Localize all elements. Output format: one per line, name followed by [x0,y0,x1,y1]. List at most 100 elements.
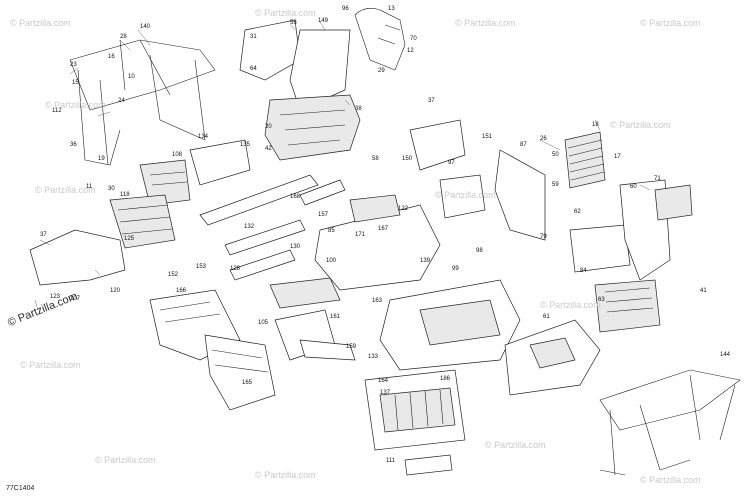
part-callout: 171 [355,232,366,238]
callout-layer: 1402823161510112362419115631149643820425… [40,6,731,464]
part-callout: 96 [342,6,349,12]
part-callout: 20 [265,124,272,130]
part-callout: 140 [140,24,151,30]
part-callout: 29 [378,68,385,74]
front-cowl-assembly [239,19,361,161]
dashboard-trim [139,139,251,206]
part-callout: 134 [198,134,209,140]
part-callout: 168 [290,194,301,200]
part-callout: 12 [407,48,414,54]
part-callout: 161 [330,314,341,320]
part-callout: 97 [448,160,455,166]
part-callout: 112 [52,108,62,114]
part-callout: 59 [552,182,559,188]
side-panel-left [409,119,546,241]
wiring-harness [354,8,406,71]
watermark: © Partzilla.com [95,455,156,465]
part-callout: 152 [168,272,179,278]
part-callout: 100 [326,258,337,264]
part-callout: 19 [98,156,105,162]
part-callout: 186 [440,376,451,382]
part-callout: 153 [196,264,207,270]
part-callout: 50 [552,152,559,158]
part-callout: 30 [108,186,115,192]
part-callout: 165 [242,380,253,386]
part-callout: 118 [120,192,130,198]
part-callout: 10 [128,74,135,80]
part-callout: 13 [388,6,395,12]
watermark: © Partzilla.com [640,18,701,28]
part-callout: 149 [318,18,329,24]
part-callout: 139 [420,258,431,264]
part-callout: 61 [543,314,550,320]
part-callout: 31 [250,34,257,40]
floor-pan [379,279,521,371]
roll-cage-front [69,39,216,166]
part-callout: 26 [540,136,547,142]
cross-members [199,174,346,281]
part-callout: 63 [598,297,605,303]
part-callout: 137 [380,390,391,396]
watermark: © Partzilla.com [45,100,106,110]
part-callout: 163 [372,298,383,304]
part-callout: 41 [700,288,707,294]
radiator [564,131,606,189]
part-callout: 167 [378,226,389,232]
watermark: © Partzilla.com [640,475,701,485]
part-callout: 64 [250,66,257,72]
part-callout: 159 [346,344,357,350]
part-callout: 11 [86,184,93,190]
watermark: © Partzilla.com [255,470,316,480]
part-callout: 132 [244,224,255,230]
part-callout: 111 [386,458,396,464]
battery-box [364,369,466,476]
part-callout: 99 [452,266,459,272]
watermark: © Partzilla.com [485,440,546,450]
part-callout: 120 [110,288,121,294]
front-bumper [29,194,176,286]
part-callout: 58 [372,156,379,162]
leader-lines [34,21,651,311]
part-callout: 144 [720,352,731,358]
part-callout: 151 [482,134,493,140]
part-callout: 37 [428,98,435,104]
part-callout: 122 [398,206,409,212]
part-callout: 37 [40,232,47,238]
part-callout: 135 [240,142,251,148]
watermark: © Partzilla.com [255,8,316,18]
part-callout: 157 [318,212,329,218]
wheel-well [269,277,356,361]
part-callout: 70 [410,36,417,42]
part-callout: 130 [290,244,301,250]
part-callout: 23 [70,62,77,68]
part-callout: 38 [355,106,362,112]
part-callout: 164 [378,378,389,384]
part-callout: 98 [476,248,483,254]
right-side-panel [619,179,693,281]
part-callout: 18 [592,122,599,128]
part-callout: 24 [118,98,125,104]
watermark: © Partzilla.com [540,300,601,310]
watermark: © Partzilla.com [435,190,496,200]
part-callout: 123 [50,294,61,300]
watermark: © Partzilla.com [610,120,671,130]
part-callout: 17 [614,154,621,160]
part-callout: 42 [265,146,272,152]
rear-fender-left [149,289,276,411]
part-callout: 85 [328,228,335,234]
part-callout: 84 [580,268,587,274]
watermark: © Partzilla.com [455,18,516,28]
diagram-code: 77C1404 [6,485,35,492]
watermark: © Partzilla.com [35,185,96,195]
part-callout: 150 [402,156,413,162]
part-callout: 166 [176,288,187,294]
rear-tub [504,319,601,396]
part-callout: 87 [520,142,527,148]
center-console [314,174,486,291]
part-callout: 133 [368,354,379,360]
part-callout: 71 [654,176,661,182]
part-callout: 125 [124,236,135,242]
part-callout: 79 [540,234,547,240]
